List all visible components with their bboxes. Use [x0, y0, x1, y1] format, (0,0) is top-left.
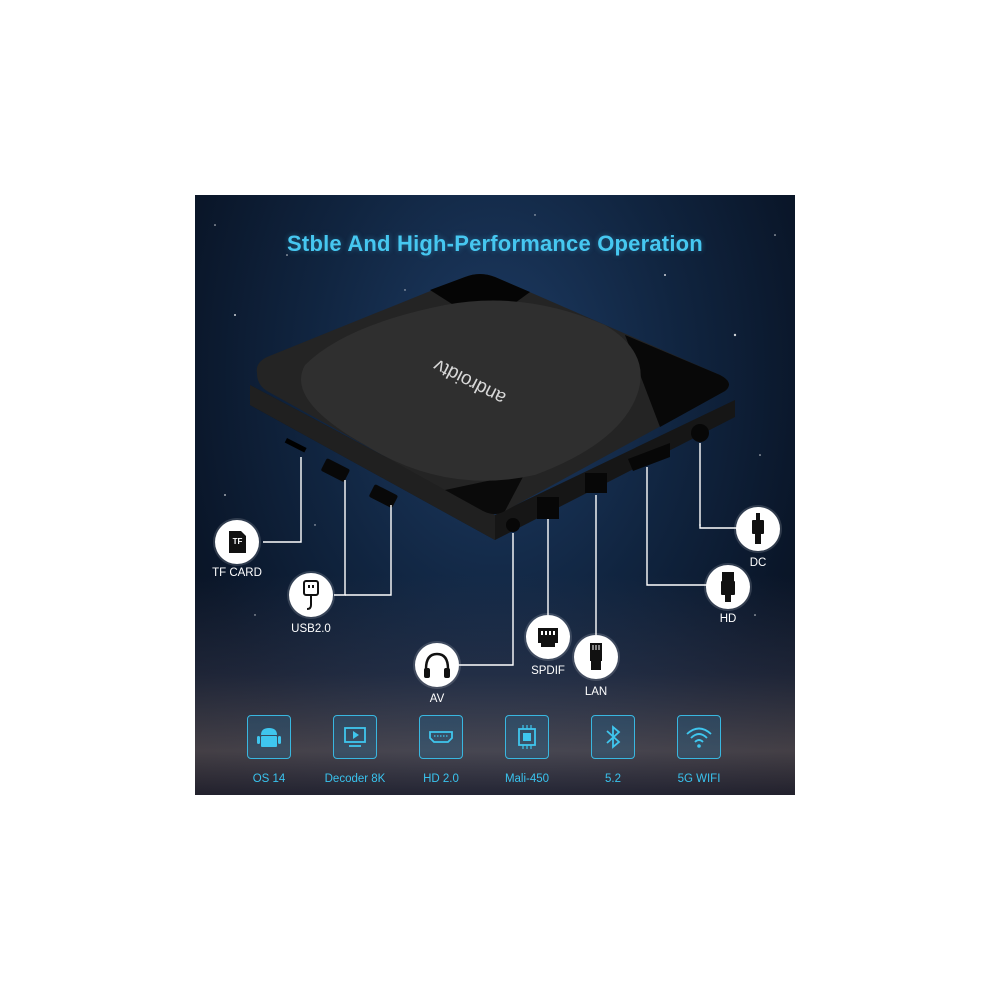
headline: Stble And High-Performance Operation — [287, 231, 703, 256]
starfield — [214, 214, 776, 616]
lan-label: LAN — [584, 686, 608, 698]
feature-bluetooth-label: 5.2 — [605, 773, 621, 785]
dc-plug-icon — [736, 507, 780, 551]
dc-label: DC — [749, 557, 767, 569]
chip-icon — [505, 715, 549, 759]
feature-wifi-label: 5G WIFI — [677, 773, 721, 785]
usb-label: USB2.0 — [291, 623, 331, 635]
hdmi-plug-icon — [706, 565, 750, 609]
product-poster: Stble And High-Performance Operation — [195, 195, 795, 795]
wifi-icon — [677, 715, 721, 759]
usb-plug-icon — [289, 573, 333, 617]
tf-card-label: TF CARD — [212, 567, 262, 579]
feature-bluetooth: 5.2 — [573, 715, 653, 785]
feature-os-label: OS 14 — [252, 773, 286, 785]
feature-hd: HD 2.0 — [401, 715, 481, 785]
feature-os: OS 14 — [229, 715, 309, 785]
tf-card-icon-text: TF — [232, 537, 243, 546]
connector-lines — [263, 443, 740, 666]
feature-gpu-label: Mali-450 — [504, 773, 550, 785]
optical-port-icon — [526, 615, 570, 659]
hdmi-port-icon — [419, 715, 463, 759]
feature-wifi: 5G WIFI — [659, 715, 739, 785]
av-label: AV — [429, 693, 445, 705]
hd-label: HD — [719, 613, 737, 625]
ethernet-plug-icon — [574, 635, 618, 679]
feature-gpu: Mali-450 — [487, 715, 567, 785]
tv-box-device: androidtv — [195, 195, 795, 795]
android-icon — [247, 715, 291, 759]
feature-hd-label: HD 2.0 — [423, 773, 459, 785]
bluetooth-icon — [591, 715, 635, 759]
spdif-label: SPDIF — [531, 665, 565, 677]
tf-card-icon: TF — [215, 520, 259, 564]
feature-decoder-label: Decoder 8K — [324, 773, 386, 785]
headphones-icon — [415, 643, 459, 687]
feature-decoder: Decoder 8K — [315, 715, 395, 785]
tv-play-icon — [333, 715, 377, 759]
